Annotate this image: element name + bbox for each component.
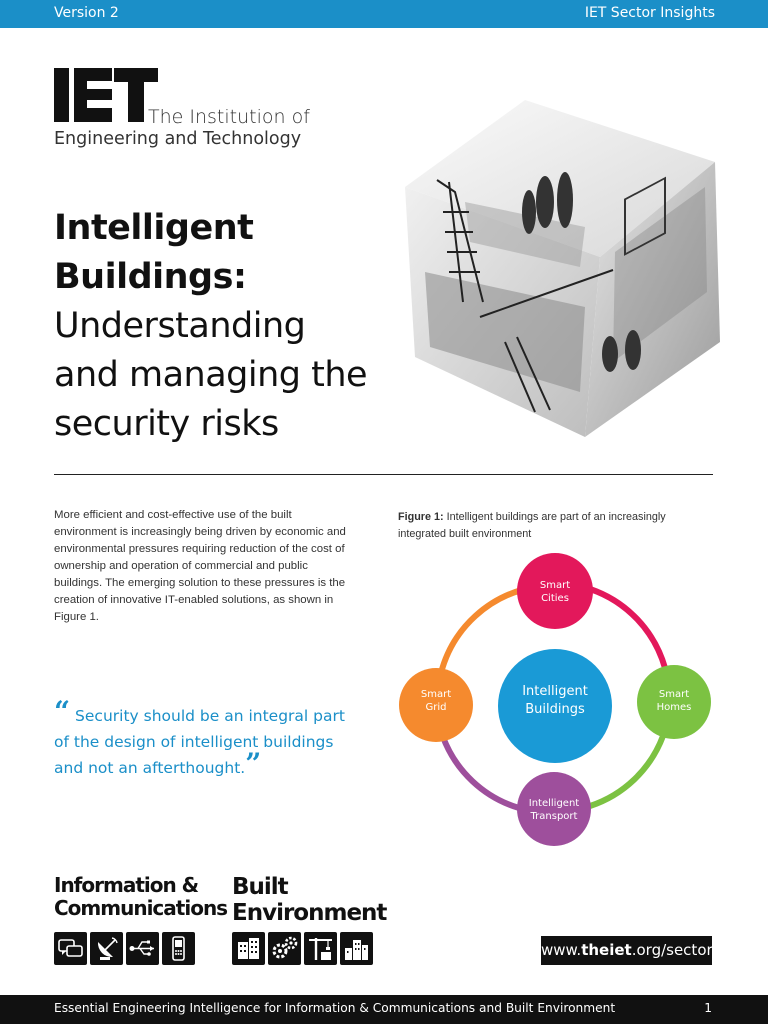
node-smart-homes (637, 665, 711, 739)
pull-quote: “ Security should be an integral part of… (54, 698, 354, 781)
url-prefix: www. (541, 941, 582, 959)
node-left-line1: Smart (421, 689, 451, 700)
quote-close-mark: ” (245, 747, 262, 780)
node-right-line2: Homes (657, 702, 692, 713)
built-title-line2: Environment (232, 900, 387, 926)
gears-icon (268, 932, 301, 965)
city-skyline-icon (340, 932, 373, 965)
url-suffix: .org/sectors (631, 941, 721, 959)
top-banner: Version 2 IET Sector Insights (0, 0, 768, 28)
node-top-line1: Smart (540, 580, 570, 591)
node-smart-grid (399, 668, 473, 742)
built-environment-diagram: Intelligent Buildings Smart Cities Smart… (399, 553, 711, 846)
title-line-2: Buildings: (54, 257, 247, 297)
built-icon-row (232, 932, 373, 965)
node-intelligent-transport (517, 772, 591, 846)
ict-icon-row (54, 932, 195, 965)
title-line-4: and managing the (54, 355, 368, 395)
title-line-1: Intelligent (54, 208, 254, 248)
arc-homes-transport (589, 734, 666, 809)
logo-text-line2: Engineering and Technology (54, 129, 302, 149)
node-center-line1: Intelligent (522, 684, 588, 699)
title-line-3: Understanding (54, 306, 306, 346)
node-left-line2: Grid (426, 702, 447, 713)
node-top-line2: Cities (541, 593, 569, 604)
office-building-icon (232, 932, 265, 965)
arc-transport-grid (440, 735, 520, 811)
intro-paragraph: More efficient and cost-effective use of… (54, 509, 346, 623)
arc-cities-homes (589, 586, 668, 669)
ict-title-line1: Information & (54, 873, 199, 897)
figure-label: Figure 1: (398, 511, 444, 523)
construction-crane-icon (304, 932, 337, 965)
built-title-line1: Built (232, 874, 289, 900)
satellite-dish-icon (90, 932, 123, 965)
node-right-line1: Smart (659, 689, 689, 700)
node-center-line2: Buildings (525, 702, 585, 717)
page-number: 1 (704, 1001, 712, 1015)
quote-text: Security should be an integral part of t… (54, 707, 345, 777)
series-label: IET Sector Insights (584, 5, 715, 21)
usb-icon (126, 932, 159, 965)
node-smart-cities (517, 553, 593, 629)
section-divider (54, 474, 713, 475)
footer-text: Essential Engineering Intelligence for I… (54, 1001, 616, 1015)
ict-sector-title: Information & Communications (54, 873, 228, 920)
logo-text-line1: The Institution of (148, 106, 310, 128)
figure-caption: Figure 1: Intelligent buildings are part… (398, 509, 698, 543)
built-sector-title: Built Environment (232, 874, 387, 926)
mobile-phone-icon (162, 932, 195, 965)
cover-cube-illustration (405, 100, 720, 437)
ict-title-line2: Communications (54, 896, 228, 920)
node-bottom-line1: Intelligent (529, 798, 580, 809)
chat-bubbles-icon (54, 932, 87, 965)
iet-logo-mark (54, 68, 158, 122)
title-line-5: security risks (54, 404, 279, 444)
footer-bar: Essential Engineering Intelligence for I… (0, 995, 768, 1024)
figure-caption-text: Intelligent buildings are part of an inc… (398, 511, 666, 540)
url-domain: theiet (581, 941, 632, 959)
website-link[interactable]: www.theiet.org/sectors (541, 936, 720, 965)
document-title: Intelligent Buildings: Understanding and… (54, 204, 384, 449)
node-bottom-line2: Transport (530, 811, 578, 822)
quote-open-mark: “ (54, 695, 71, 728)
node-intelligent-buildings (498, 649, 612, 763)
version-label: Version 2 (54, 5, 119, 21)
